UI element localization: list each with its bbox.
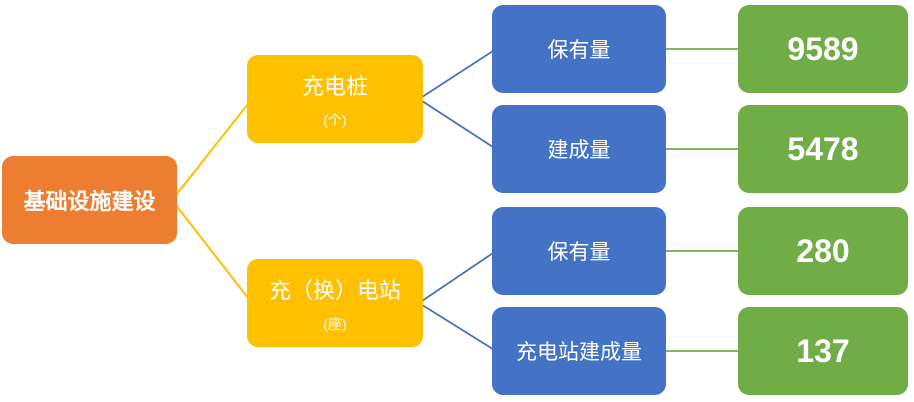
value-node-station-built: 137 xyxy=(738,307,908,395)
value-text: 5478 xyxy=(787,130,859,167)
connector-branch1-metric1 xyxy=(418,48,497,100)
value-text: 137 xyxy=(796,332,850,369)
metric-label: 充电站建成量 xyxy=(516,341,642,364)
connector-branch2-metric3 xyxy=(418,250,497,304)
branch-label: 充电桩 xyxy=(301,73,368,99)
connector-branch1-metric2 xyxy=(418,98,497,150)
metric-node-pile-ownership: 保有量 xyxy=(492,5,666,93)
connector-root-branch2 xyxy=(171,199,253,304)
metric-node-station-built: 充电站建成量 xyxy=(492,307,666,395)
value-text: 9589 xyxy=(787,30,859,67)
metric-node-station-ownership: 保有量 xyxy=(492,207,666,295)
branch-node-charging-pile: 充电桩 (个) xyxy=(247,55,423,143)
value-node-station-ownership: 280 xyxy=(738,207,908,295)
branch-unit: (个) xyxy=(323,111,347,128)
connector-branch2-metric4 xyxy=(418,302,497,352)
branch-unit: (座) xyxy=(323,315,347,332)
metric-label: 建成量 xyxy=(547,139,611,162)
metric-label: 保有量 xyxy=(547,241,611,264)
metric-node-pile-built: 建成量 xyxy=(492,105,666,193)
value-node-pile-ownership: 9589 xyxy=(738,5,908,93)
value-text: 280 xyxy=(796,232,850,269)
branch-node-charging-station: 充（换）电站 (座) xyxy=(247,259,423,347)
branch-label: 充（换）电站 xyxy=(268,277,401,303)
root-node-infrastructure: 基础设施建设 xyxy=(2,156,177,244)
value-node-pile-built: 5478 xyxy=(738,105,908,193)
metric-label: 保有量 xyxy=(547,39,611,62)
connector-root-branch1 xyxy=(171,98,253,201)
root-label: 基础设施建设 xyxy=(23,189,156,214)
